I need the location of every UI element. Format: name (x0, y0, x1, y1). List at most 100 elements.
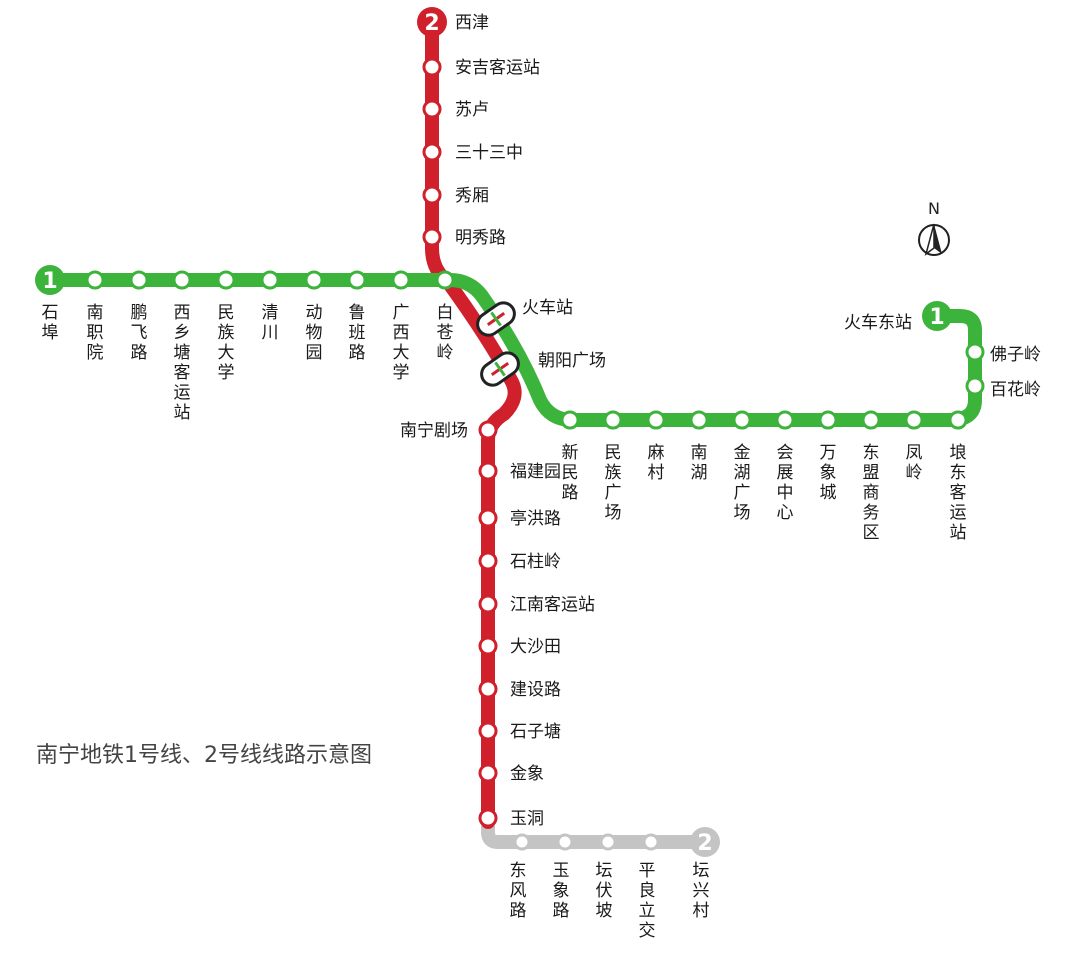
station-label-line1-east: 新民路 (562, 443, 579, 503)
station-label-line2-north: 苏卢 (455, 100, 489, 120)
station-line2-south (478, 461, 498, 481)
north-arrow-icon: N (918, 199, 950, 256)
station-label-line1-west: 西乡塘客运站 (174, 303, 191, 423)
station-label-line2-future: 坛兴村 (693, 861, 710, 921)
svg-text:2: 2 (424, 11, 439, 36)
station-label-line1-west: 南职院 (87, 303, 104, 363)
line2-future-track (481, 813, 712, 849)
station-line1-east (818, 410, 838, 430)
station-label-line1-east: 万象城 (820, 443, 837, 503)
station-label-line2-south: 亭洪路 (510, 509, 561, 529)
line2-future-badge: 2 (690, 827, 720, 857)
station-line2-south (478, 636, 498, 656)
station-label-line2-future: 平良立交 (639, 861, 656, 941)
station-line2-future (513, 833, 531, 851)
line1-west-badge: 1 (35, 265, 65, 295)
line1-track (43, 273, 982, 427)
station-line2-south (478, 551, 498, 571)
station-line1-west (85, 270, 105, 290)
station-line1-branch (965, 376, 985, 396)
station-label-line2-south: 福建园 (510, 462, 561, 482)
station-label-line1-east: 会展中心 (777, 443, 794, 523)
station-line2-north (422, 57, 442, 77)
station-label-line2-north: 明秀路 (455, 228, 506, 248)
station-line1-west (435, 270, 455, 290)
station-line1-west (260, 270, 280, 290)
station-line2-north (422, 99, 442, 119)
station-label-line2-south: 石子塘 (510, 722, 561, 742)
stations-layer (85, 57, 985, 851)
station-line1-west (129, 270, 149, 290)
station-line2-future (599, 833, 617, 851)
station-line1-west (304, 270, 324, 290)
line2-north-badge: 2 (417, 7, 447, 37)
station-line1-east (603, 410, 623, 430)
station-label-line1-west: 白苍岭 (437, 303, 454, 363)
station-line2-north (422, 227, 442, 247)
station-line1-east (775, 410, 795, 430)
station-line1-west (347, 270, 367, 290)
station-label-line2-future: 东风路 (510, 861, 527, 921)
labels-layer: 石埠 南职院 鹏飞路 西乡塘客运站 民族大学 清川 动物园 鲁班路 广西大学 白苍岭 火车站朝阳广场… (42, 13, 1042, 941)
station-label-line1-west: 鹏飞路 (131, 303, 148, 363)
station-label-line1-east: 金湖广场 (734, 443, 751, 523)
station-line1-east (646, 410, 666, 430)
station-label-line2-south: 建设路 (510, 680, 561, 700)
station-label-line2-north: 安吉客运站 (455, 58, 540, 78)
station-label-line2-future: 玉象路 (553, 861, 570, 921)
station-line1-branch (965, 342, 985, 362)
station-label-line1-east: 东盟商务区 (863, 443, 880, 543)
station-line2-south (478, 808, 498, 828)
station-label-line2-south: 江南客运站 (510, 595, 595, 615)
station-line1-east (861, 410, 881, 430)
station-label-line1-west: 广西大学 (393, 303, 410, 383)
station-label-line1-east: 民族广场 (605, 443, 622, 523)
station-line1-east (904, 410, 924, 430)
line1-east-badge: 1 (922, 301, 952, 331)
map-title: 南宁地铁1号线、2号线线路示意图 (36, 743, 372, 768)
station-line1-east (689, 410, 709, 430)
station-label-line1-east: 麻村 (648, 443, 665, 483)
station-label-interchange: 朝阳广场 (538, 351, 606, 371)
station-line2-future (642, 833, 660, 851)
station-label-line1-east: 南湖 (691, 443, 708, 483)
svg-text:1: 1 (42, 269, 57, 294)
svg-text:2: 2 (697, 831, 712, 856)
station-line1-west (216, 270, 236, 290)
station-line2-south (478, 763, 498, 783)
station-line2-south (478, 679, 498, 699)
station-label-line2-south: 金象 (510, 764, 544, 784)
station-label-line1-east: 埌东客运站 (950, 443, 967, 543)
station-label-line1-east: 凤岭 (906, 443, 923, 483)
station-label-line2-north: 三十三中 (455, 143, 523, 163)
station-label-line2-future: 坛伏坡 (596, 861, 613, 921)
station-line1-east (732, 410, 752, 430)
station-line2-south (478, 508, 498, 528)
interchange-chaoyang (480, 351, 520, 387)
station-line1-west (172, 270, 192, 290)
interchange-huochezhan (476, 301, 516, 337)
station-label-line2-north: 西津 (455, 13, 489, 33)
station-line2-north (422, 185, 442, 205)
station-line2-north (422, 142, 442, 162)
station-line2-future (556, 833, 574, 851)
station-label-line1-west: 石埠 (42, 303, 59, 343)
station-label-line2-south: 玉洞 (510, 809, 544, 829)
station-label-interchange: 火车站 (522, 298, 573, 318)
station-label-line1-terminal: 火车东站 (844, 313, 912, 333)
station-label-line1-branch: 百花岭 (990, 380, 1041, 400)
station-line2-south (478, 420, 498, 440)
station-line2-south (478, 594, 498, 614)
station-label-line1-west: 民族大学 (218, 303, 235, 383)
station-label-line2-south: 大沙田 (510, 637, 561, 657)
station-label-line1-west: 动物园 (306, 303, 323, 363)
station-label-line2-north: 秀厢 (455, 186, 489, 206)
station-label-line2-south: 石柱岭 (510, 552, 561, 572)
station-label-line1-west: 鲁班路 (349, 303, 366, 363)
station-label-line1-west: 清川 (262, 303, 279, 343)
station-label-line1-branch: 佛子岭 (990, 345, 1041, 365)
station-line1-east (948, 410, 968, 430)
station-label-line2-south: 南宁剧场 (400, 421, 468, 441)
station-line1-west (391, 270, 411, 290)
